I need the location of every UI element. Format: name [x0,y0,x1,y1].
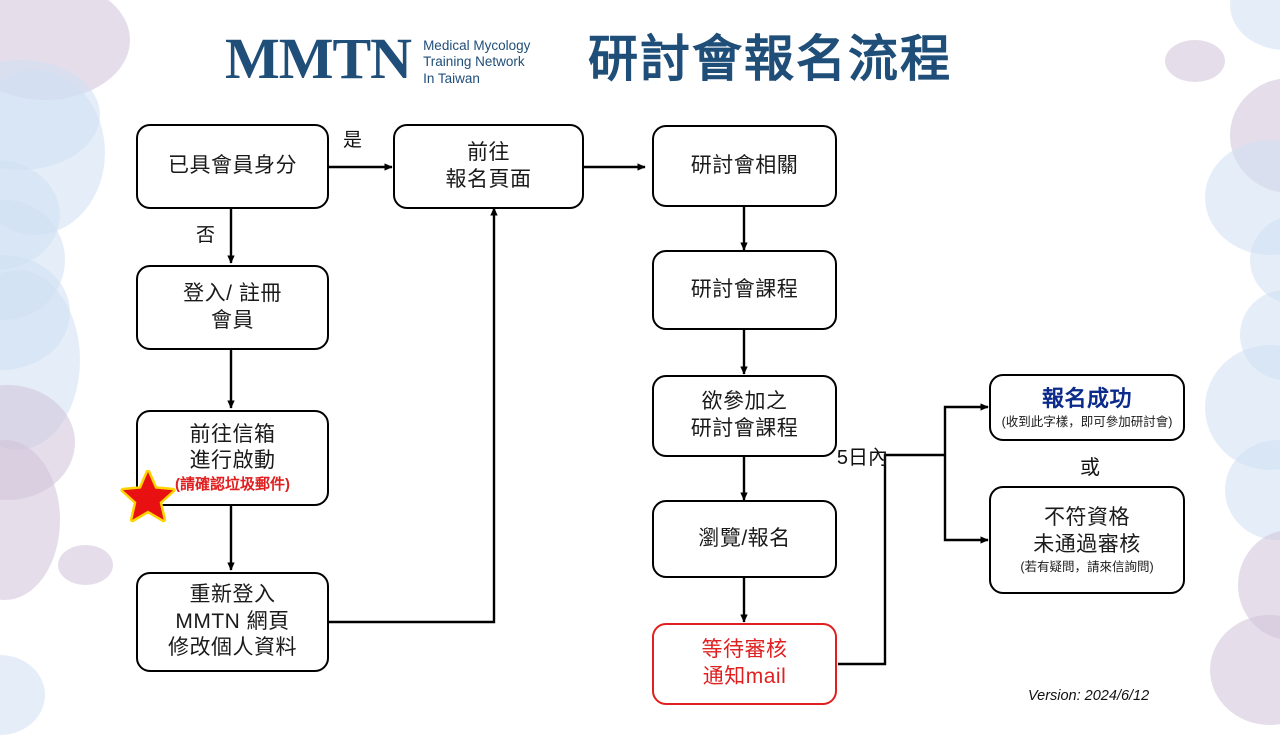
node-login-register[interactable]: 登入/ 註冊 會員 [136,265,329,350]
version-label: Version: 2024/6/12 [1028,688,1150,704]
node-activate-mail-line-1: 前往信箱 [189,422,276,446]
node-goto-signup-line-1: 前往 [467,140,510,164]
node-seminar-info-line-1: 研討會相關 [690,153,799,177]
node-activate-mail-line-2: 進行啟動 [189,449,276,473]
node-success[interactable]: 報名成功 (收到此字樣，即可參加研討會) [989,374,1185,441]
node-browse-signup-line-1: 瀏覽/報名 [698,526,791,550]
logo-sub-line-2: Training Network [423,54,525,70]
node-browse-signup[interactable]: 瀏覽/報名 [652,500,837,578]
edge-split-to-success [943,403,989,455]
edge-label-or: 或 [1080,457,1100,479]
edge-relogin-to-signup [329,207,498,624]
node-login-register-line-1: 登入/ 註冊 [183,281,282,305]
edge-waiting-to-split [838,453,945,666]
node-login-register-line-2: 會員 [211,308,254,332]
red-star-icon [120,470,176,523]
node-waiting-review[interactable]: 等待審核 通知mail [652,623,837,705]
node-member-check[interactable]: 已具會員身分 [136,124,329,209]
node-waiting-review-line-2: 通知mail [702,665,787,688]
node-rejected-line-2: 未通過審核 [1033,533,1141,556]
mmtn-logo-subtitle: Medical Mycology Training Network In Tai… [423,30,530,87]
node-desired-course-line-2: 研討會課程 [690,417,799,440]
node-success-title: 報名成功 [1041,386,1132,412]
node-desired-course-line-1: 欲參加之 [701,390,788,414]
node-success-subtitle: (收到此字樣，即可參加研討會) [1001,414,1173,429]
logo-sub-line-3: In Taiwan [423,70,480,86]
node-seminar-course[interactable]: 研討會課程 [652,250,837,330]
edge-label-no: 否 [196,225,216,246]
node-goto-signup-line-2: 報名頁面 [445,167,532,191]
connector-layer [227,163,989,666]
edge-label-yes: 是 [343,130,363,151]
node-seminar-course-line-1: 研討會課程 [690,277,799,301]
edge-split-to-rejected [943,455,989,544]
page-title: 研討會報名流程 [588,31,952,87]
node-desired-course[interactable]: 欲參加之 研討會課程 [652,375,837,457]
node-goto-signup[interactable]: 前往 報名頁面 [393,124,584,209]
node-relogin-edit-line-1: 重新登入 [189,582,276,606]
node-relogin-edit-line-2: MMTN 網頁 [175,609,290,633]
node-waiting-review-line-1: 等待審核 [701,638,788,662]
node-rejected-subtitle: (若有疑問，請來信詢問) [1020,559,1154,574]
node-member-check-line-1: 已具會員身分 [168,154,297,178]
logo-sub-line-1: Medical Mycology [423,38,531,53]
edge-label-within-5-days: 5日內 [836,447,888,469]
node-relogin-edit[interactable]: 重新登入 MMTN 網頁 修改個人資料 [136,572,329,672]
node-rejected[interactable]: 不符資格 未通過審核 (若有疑問，請來信詢問) [989,486,1185,594]
mmtn-logo-mark: MMTN [225,26,412,91]
node-rejected-line-1: 不符資格 [1044,506,1130,530]
node-seminar-info[interactable]: 研討會相關 [652,125,837,207]
node-activate-mail-warning: (請確認垃圾郵件) [175,476,290,494]
node-relogin-edit-line-3: 修改個人資料 [168,636,297,660]
